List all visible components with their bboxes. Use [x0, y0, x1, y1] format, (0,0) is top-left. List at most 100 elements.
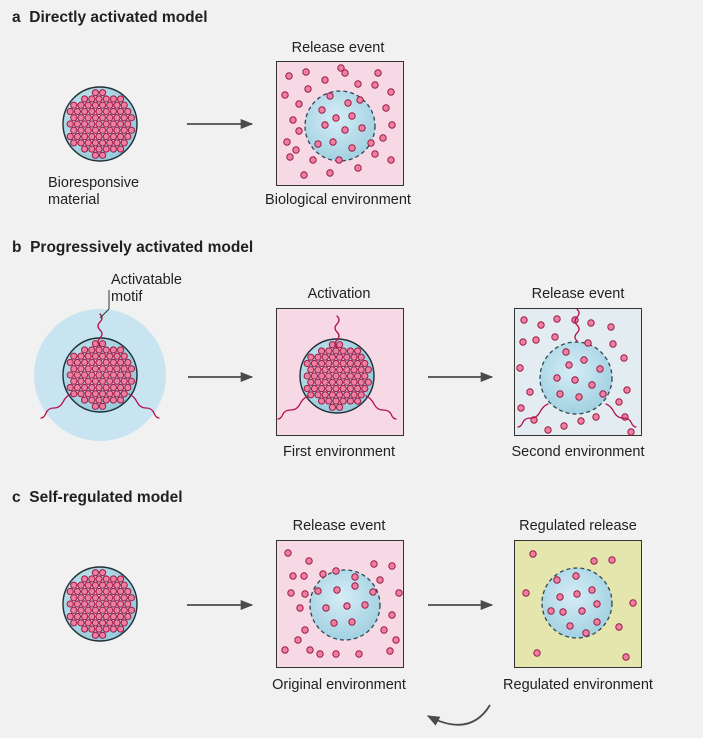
drug-dot [77, 594, 85, 602]
drug-dot [307, 378, 315, 386]
drug-dot [81, 600, 89, 608]
drug-dot [607, 323, 615, 331]
drug-dot [113, 377, 121, 385]
drug-dot [117, 95, 125, 103]
drug-dot [106, 139, 114, 147]
drug-dot [109, 107, 118, 116]
drug-dot [350, 353, 358, 361]
drug-dot [369, 588, 377, 596]
drug-dot [66, 132, 74, 141]
drug-dot [113, 606, 121, 614]
drug-dot [382, 104, 390, 112]
drug-dot [91, 390, 100, 398]
drug-dot [629, 599, 637, 607]
drug-dot [608, 556, 616, 564]
drug-dot [95, 107, 103, 116]
drug-dot [106, 377, 114, 385]
drug-dot [124, 383, 132, 392]
drug-dot [81, 120, 89, 128]
drug-dot [102, 612, 110, 621]
drug-dot [84, 352, 92, 360]
drug-dot [357, 353, 365, 361]
drug-dot [109, 346, 118, 354]
motif-label-line2: motif [111, 289, 143, 305]
drug-dot [81, 575, 89, 583]
drug-dot [620, 354, 628, 362]
drug-dot [386, 647, 394, 655]
drug-dot [314, 587, 322, 595]
biological-environment-label: Biological environment [265, 192, 411, 208]
drug-dot [303, 384, 311, 393]
drug-dot [387, 156, 395, 164]
drug-dot [354, 372, 362, 380]
drug-dot [354, 397, 362, 405]
drug-dot [113, 352, 121, 360]
drug-dot [120, 126, 128, 134]
drug-dot [70, 365, 78, 373]
drug-dot [371, 150, 379, 158]
drug-dot [102, 396, 110, 404]
drug-dot [117, 358, 125, 367]
drug-dot [392, 636, 400, 644]
drug-dot [117, 346, 125, 354]
drug-dot [325, 347, 333, 355]
panel-c-title: c Self-regulated model [12, 489, 183, 507]
drug-dot [332, 397, 340, 405]
drug-dot [303, 359, 311, 368]
drug-dot [127, 594, 135, 602]
drug-dot [70, 581, 78, 589]
drug-dot [339, 347, 347, 355]
drug-dot [330, 619, 338, 627]
drug-dot [124, 587, 132, 596]
drug-dot [544, 426, 552, 434]
drug-dot [91, 89, 100, 97]
drug-dot [77, 352, 85, 360]
drug-dot [99, 139, 107, 147]
drug-dot [609, 340, 617, 348]
drug-dot [88, 145, 96, 153]
drug-dot [302, 68, 310, 76]
bioresponsive-particle [62, 337, 138, 413]
drug-dot [584, 339, 592, 347]
drug-dot [81, 132, 89, 141]
drug-dot [120, 139, 128, 147]
drug-dot [284, 549, 292, 557]
second-environment-label: Second environment [511, 444, 645, 460]
drug-dot [120, 101, 128, 109]
drug-dot [88, 107, 96, 116]
drug-dot [339, 359, 347, 368]
released-drug-dots [522, 550, 637, 661]
drug-dot [314, 391, 322, 399]
drug-dot [357, 378, 365, 386]
drug-dot [73, 383, 82, 392]
drug-dot [615, 623, 623, 631]
drug-dot [307, 366, 315, 374]
drug-dot [81, 107, 89, 116]
drug-dot [371, 81, 379, 89]
drug-dot [81, 95, 89, 103]
drug-dot [361, 384, 369, 393]
drug-dot [77, 581, 85, 589]
drug-dot [295, 127, 303, 135]
drug-dot [77, 619, 85, 627]
drug-dot [318, 372, 326, 380]
drug-dot [294, 636, 302, 644]
drug-dot [91, 126, 100, 134]
drug-dot [529, 550, 537, 558]
drug-dot [91, 594, 100, 602]
drug-dot [300, 171, 308, 179]
drug-dot [289, 572, 297, 580]
drug-dot [522, 589, 530, 597]
drug-dot [580, 356, 588, 364]
drug-dot [124, 358, 132, 367]
drug-dot [88, 371, 96, 379]
drug-dot [109, 145, 118, 153]
drug-dot [73, 132, 82, 141]
regulated-release-label: Regulated release [519, 518, 637, 534]
drug-dot [77, 101, 85, 109]
drug-dot [388, 121, 396, 129]
drug-dot [81, 358, 89, 367]
panel-letter: c [12, 489, 21, 506]
drug-dot [336, 353, 344, 361]
